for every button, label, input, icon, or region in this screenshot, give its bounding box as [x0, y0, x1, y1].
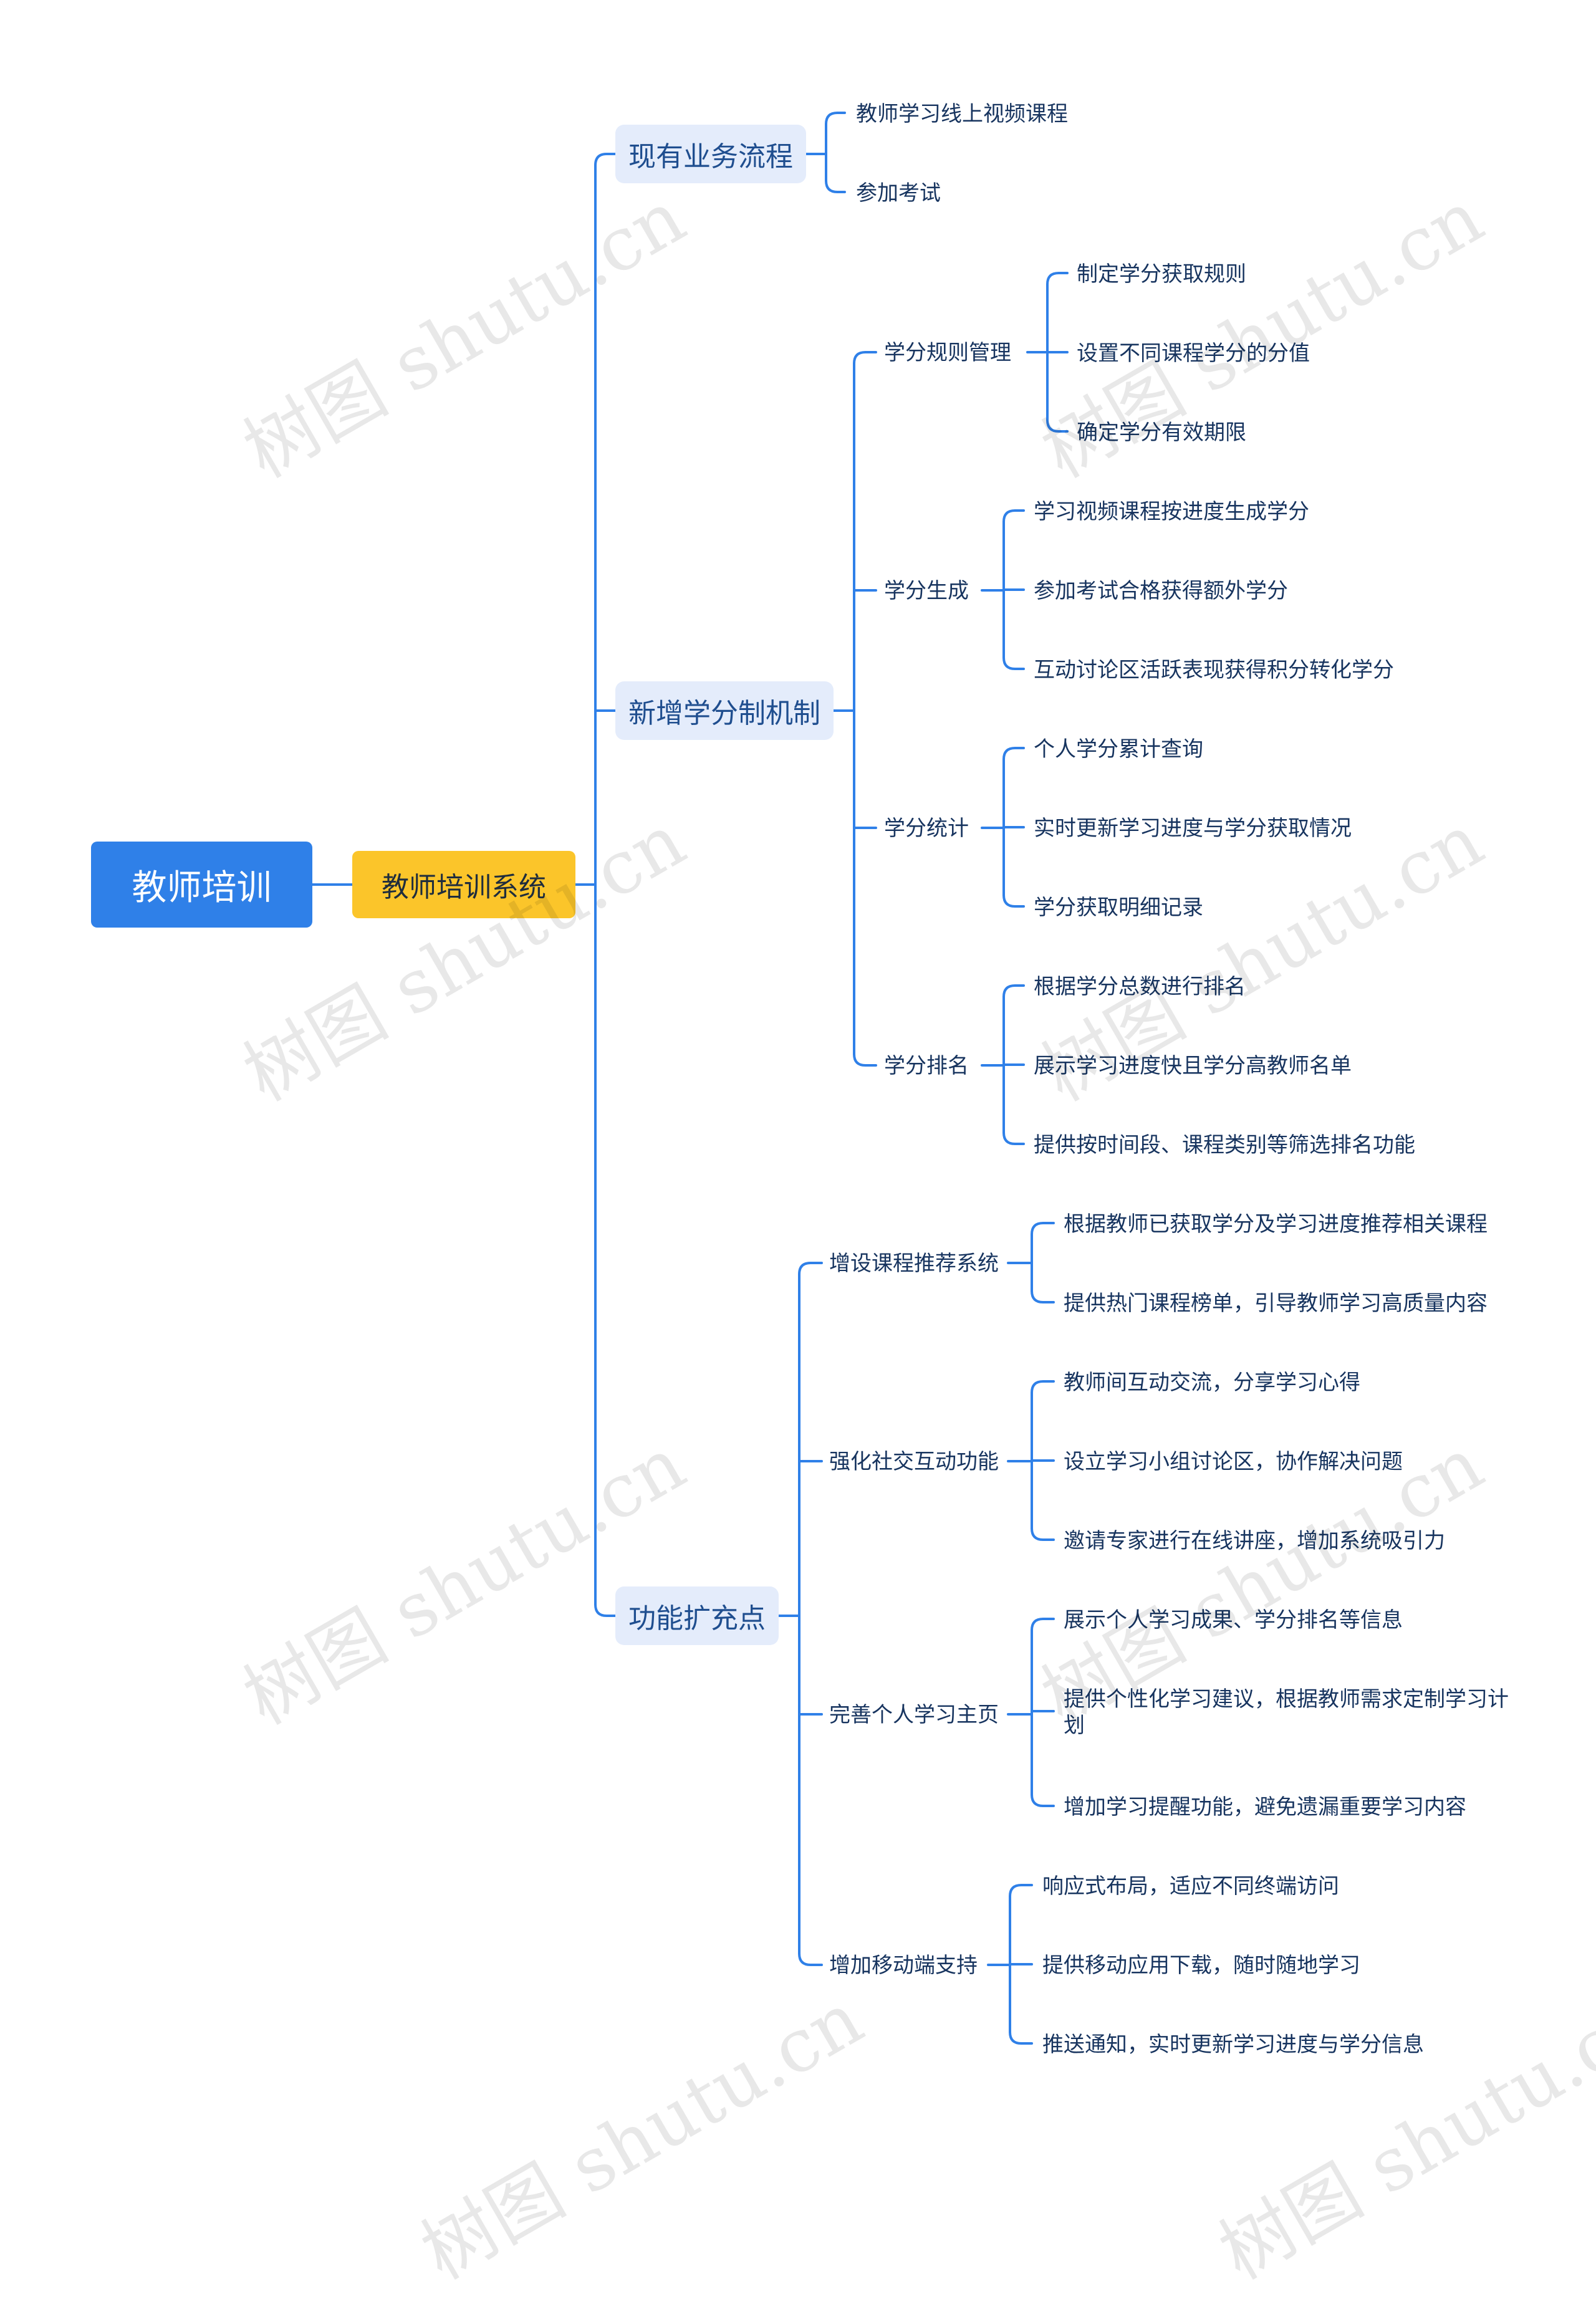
leaf-node[interactable]: 提供热门课程榜单，引导教师学习高质量内容: [1064, 1291, 1488, 1316]
leaf-node[interactable]: 推送通知，实时更新学习进度与学分信息: [1042, 2032, 1424, 2057]
group-social-interaction[interactable]: 强化社交互动功能: [829, 1449, 999, 1474]
watermark: 树图 shutu.cn: [1027, 173, 1497, 494]
leaf-node[interactable]: 增加学习提醒功能，避免遗漏重要学习内容: [1064, 1795, 1466, 1820]
leaf-node[interactable]: 设立学习小组讨论区，协作解决问题: [1064, 1449, 1403, 1474]
leaf-node[interactable]: 根据学分总数进行排名: [1034, 974, 1246, 999]
leaf-node[interactable]: 实时更新学习进度与学分获取情况: [1034, 816, 1352, 841]
leaf-node[interactable]: 教师间互动交流，分享学习心得: [1064, 1370, 1360, 1395]
group-credit-rules[interactable]: 学分规则管理: [884, 340, 1011, 365]
watermark: 树图 shutu.cn: [1205, 1975, 1596, 2296]
group-course-recommendation[interactable]: 增设课程推荐系统: [829, 1251, 999, 1276]
leaf-node[interactable]: 设置不同课程学分的分值: [1077, 341, 1310, 366]
leaf-node[interactable]: 制定学分获取规则: [1077, 262, 1246, 287]
leaf-node[interactable]: 互动讨论区活跃表现获得积分转化学分: [1034, 658, 1394, 683]
section-feature-expansion[interactable]: 功能扩充点: [615, 1586, 779, 1645]
watermark: 树图 shutu.cn: [407, 1975, 877, 2296]
leaf-node[interactable]: 提供按时间段、课程类别等筛选排名功能: [1034, 1133, 1415, 1158]
leaf-node[interactable]: 展示个人学习成果、学分排名等信息: [1064, 1608, 1403, 1633]
leaf-node[interactable]: 学分获取明细记录: [1034, 895, 1203, 920]
system-node[interactable]: 教师培训系统: [352, 851, 575, 918]
leaf-node[interactable]: 参加考试合格获得额外学分: [1034, 578, 1288, 603]
leaf-node[interactable]: 根据教师已获取学分及学习进度推荐相关课程: [1064, 1212, 1488, 1237]
leaf-node[interactable]: 展示学习进度快且学分高教师名单: [1034, 1054, 1352, 1078]
leaf-node[interactable]: 响应式布局，适应不同终端访问: [1042, 1874, 1339, 1899]
leaf-node[interactable]: 提供移动应用下载，随时随地学习: [1042, 1953, 1360, 1978]
leaf-node[interactable]: 教师学习线上视频课程: [856, 102, 1068, 127]
leaf-node[interactable]: 确定学分有效期限: [1077, 420, 1246, 445]
group-credit-generation[interactable]: 学分生成: [884, 578, 969, 603]
section-existing-process[interactable]: 现有业务流程: [615, 125, 806, 183]
watermark: 树图 shutu.cn: [229, 1420, 699, 1741]
group-personal-homepage[interactable]: 完善个人学习主页: [829, 1702, 999, 1727]
leaf-node[interactable]: 提供个性化学习建议，根据教师需求定制学习计划: [1064, 1687, 1509, 1738]
watermark: 树图 shutu.cn: [229, 797, 699, 1118]
root-node[interactable]: 教师培训: [91, 842, 312, 928]
group-credit-statistics[interactable]: 学分统计: [884, 816, 969, 841]
leaf-node[interactable]: 邀请专家进行在线讲座，增加系统吸引力: [1064, 1529, 1445, 1553]
leaf-node[interactable]: 学习视频课程按进度生成学分: [1034, 499, 1309, 524]
group-mobile-support[interactable]: 增加移动端支持: [829, 1953, 978, 1978]
watermark: 树图 shutu.cn: [229, 173, 699, 494]
mind-map: 教师培训 教师培训系统 现有业务流程 教师学习线上视频课程 参加考试 新增学分制…: [91, 102, 1596, 2296]
leaf-node[interactable]: 参加考试: [856, 181, 941, 206]
leaf-node[interactable]: 个人学分累计查询: [1034, 737, 1203, 762]
section-credit-mechanism[interactable]: 新增学分制机制: [615, 681, 834, 740]
group-credit-ranking[interactable]: 学分排名: [884, 1054, 969, 1078]
